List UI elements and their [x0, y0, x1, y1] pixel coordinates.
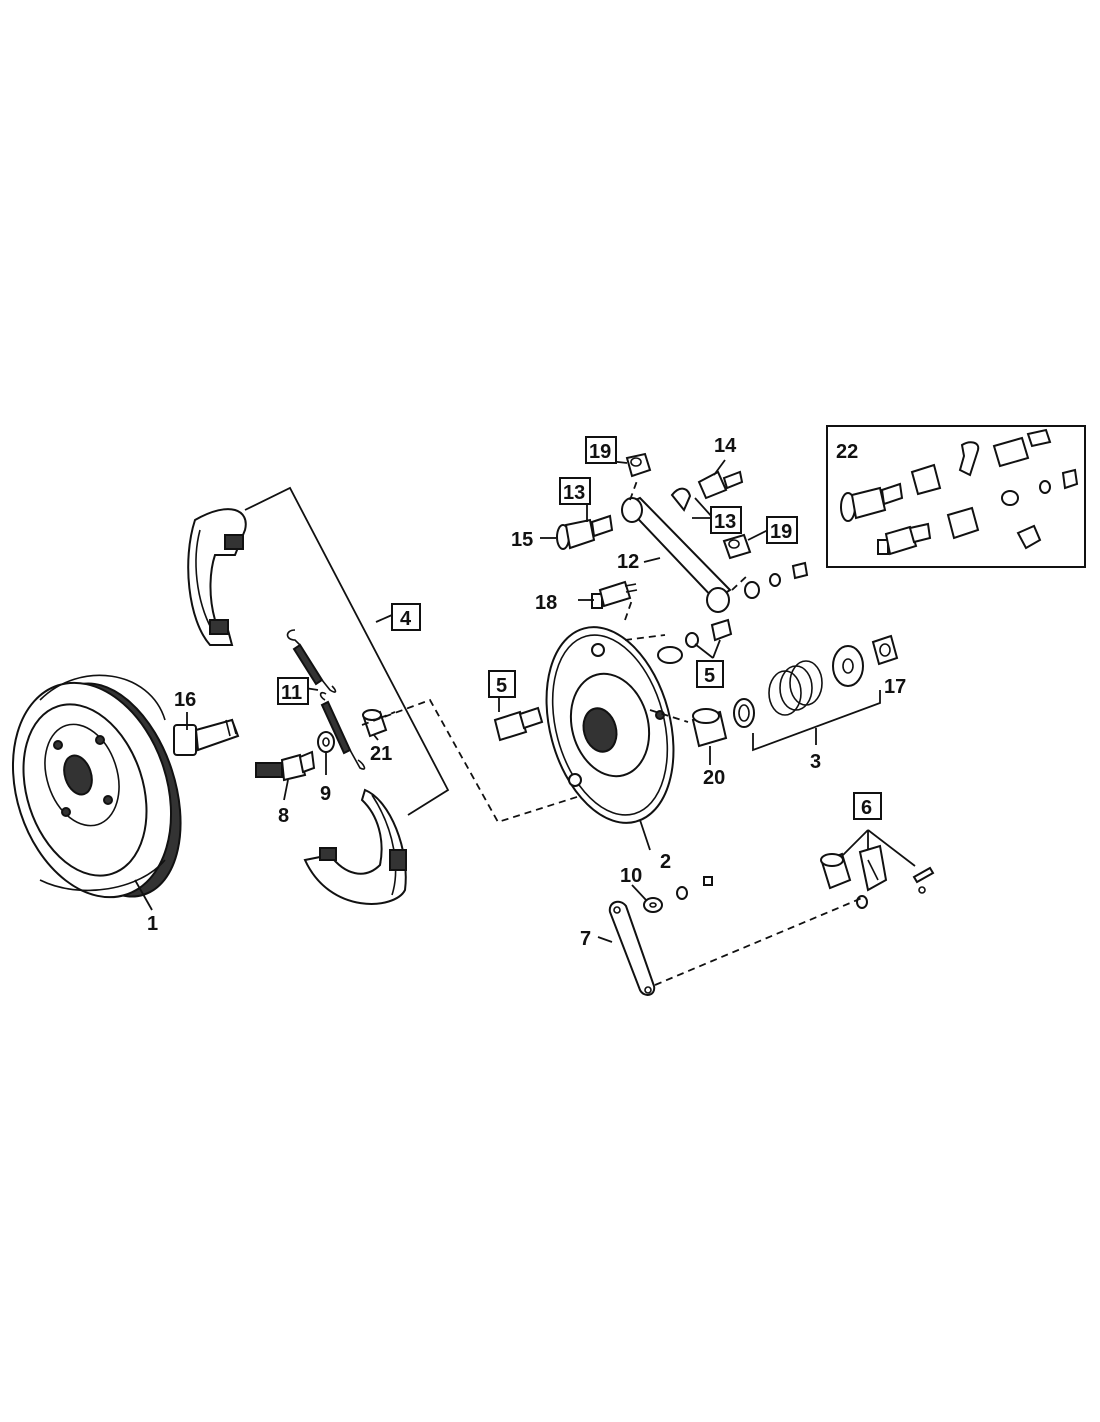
- label-6-box: [853, 792, 882, 820]
- label-5b: 5: [704, 665, 715, 687]
- label-13b: 13: [714, 511, 736, 533]
- label-9: 9: [320, 783, 331, 805]
- adjuster: [255, 750, 316, 782]
- nut-17: [871, 634, 899, 666]
- label-3: 3: [810, 751, 821, 773]
- label-13a: 13: [563, 482, 585, 504]
- nut-19-upper: [625, 452, 652, 478]
- brake-lever: [608, 900, 656, 996]
- label-1: 1: [147, 913, 158, 935]
- adjuster-unit-right: [657, 618, 733, 664]
- label-5b-box: [696, 660, 724, 688]
- label-17: 17: [884, 676, 906, 698]
- label-4-box: [391, 603, 421, 631]
- bolt-18: [591, 580, 638, 609]
- label-16: 16: [174, 689, 196, 711]
- washer-stack-10: [643, 876, 713, 913]
- label-19b-box: [766, 516, 798, 544]
- shoe-return-springs: [286, 629, 366, 770]
- label-8: 8: [278, 805, 289, 827]
- label-5a-box: [488, 670, 516, 698]
- grease-nipple: [670, 470, 744, 512]
- clevis-assembly: [820, 844, 935, 909]
- label-14: 14: [714, 435, 737, 457]
- label-7: 7: [580, 928, 591, 950]
- label-11-box: [277, 677, 309, 705]
- label-15: 15: [511, 529, 533, 551]
- label-5a: 5: [496, 675, 507, 697]
- label-11: 11: [281, 682, 302, 704]
- label-6: 6: [861, 797, 872, 819]
- brake-backplate: [545, 626, 675, 824]
- adjuster-unit-left: [493, 706, 544, 742]
- label-22: 22: [836, 441, 858, 463]
- washer-nut-stack-upper: [744, 561, 809, 599]
- washer-9: [317, 731, 335, 753]
- nut-19-lower: [722, 533, 752, 560]
- label-13a-box: [559, 477, 591, 505]
- brake-shoe-upper: [187, 508, 247, 646]
- label-2: 2: [660, 851, 671, 873]
- label-18: 18: [535, 592, 557, 614]
- label-19b: 19: [770, 521, 792, 543]
- part-labels: 1 2 3 4 5 5 6 7 8 9 10 11 12 13 13 14 15…: [147, 435, 906, 950]
- brake-shoe-lower: [303, 788, 407, 905]
- label-19a: 19: [589, 441, 611, 463]
- wheel-stud: [173, 718, 240, 756]
- spring-washer-assembly: [733, 645, 864, 728]
- label-10: 10: [620, 865, 642, 887]
- label-13b-box: [710, 506, 742, 534]
- assembly-lines: [134, 459, 916, 986]
- label-12: 12: [617, 551, 639, 573]
- label-20: 20: [703, 767, 725, 789]
- label-19a-box: [585, 436, 617, 464]
- label-4: 4: [400, 608, 412, 630]
- kit-inset: [826, 425, 1086, 568]
- sleeve-20: [691, 708, 728, 748]
- brake-drum: [11, 674, 182, 899]
- link-arm: [621, 496, 732, 613]
- label-21: 21: [370, 743, 392, 765]
- pivot-pin: [556, 514, 614, 550]
